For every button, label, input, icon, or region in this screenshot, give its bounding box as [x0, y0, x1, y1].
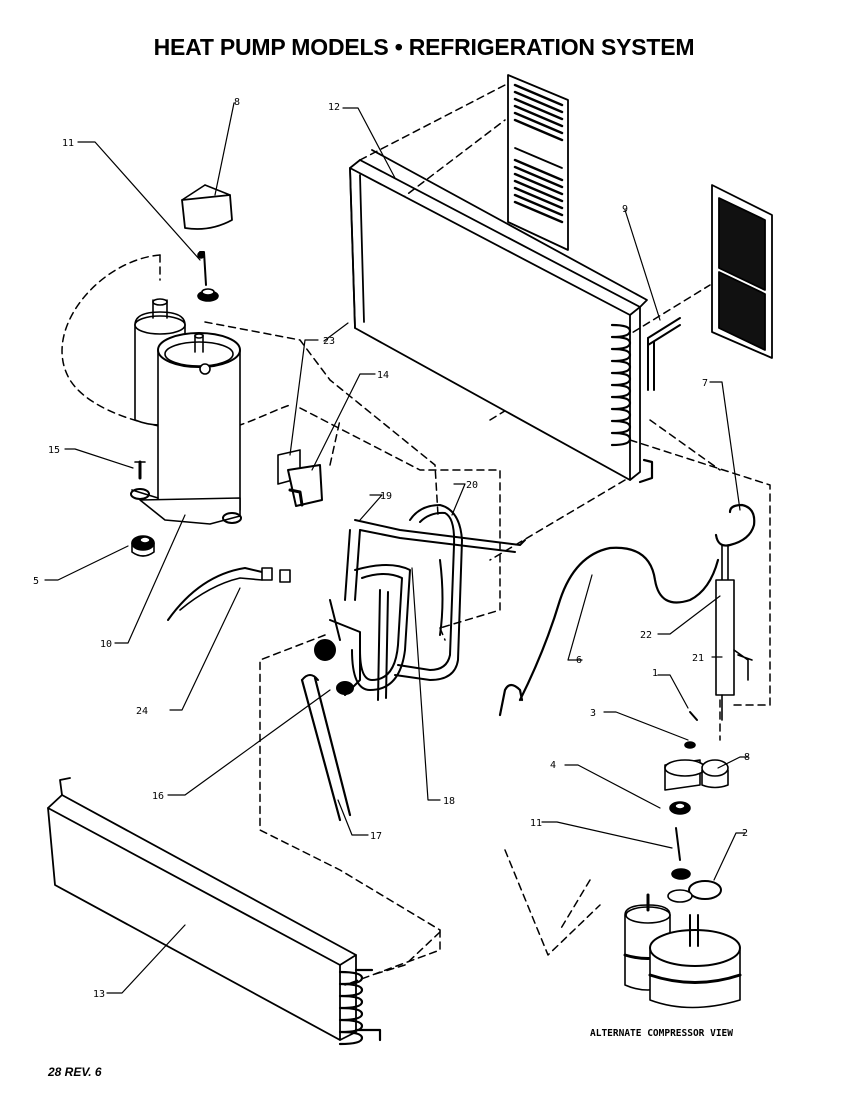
- evaporator-coil: [47, 777, 382, 1046]
- refrigerant-tubing: [300, 504, 526, 822]
- reversing-valve: [714, 503, 756, 721]
- callout-labels: 1 2 3 4 5 6 7 8 9 10 11 12 13 14 15 16 1…: [33, 97, 750, 1000]
- callout-label: 11: [530, 818, 542, 829]
- callout-label: 18: [443, 796, 455, 807]
- overload-protector: [197, 251, 219, 302]
- callout-label: 1: [652, 668, 658, 679]
- callout-label: 4: [550, 760, 556, 771]
- start-relay: [277, 449, 323, 507]
- callout-label: 15: [48, 445, 60, 456]
- main-compressor: [130, 298, 242, 525]
- condenser-grille-upper: [507, 74, 569, 251]
- callout-label: 23: [323, 336, 335, 347]
- callout-label: 8: [234, 97, 240, 108]
- callout-label: 6: [576, 655, 582, 666]
- callout-label: 16: [152, 791, 164, 802]
- callout-label: 21: [692, 653, 704, 664]
- callout-label: 22: [640, 630, 652, 641]
- terminal-cover: [181, 184, 233, 230]
- capillary-tube-6: [498, 546, 720, 717]
- callout-label: 17: [370, 831, 382, 842]
- callout-label: 10: [100, 639, 112, 650]
- callout-label: 9: [622, 204, 628, 215]
- leader-lines: [44, 102, 749, 994]
- callout-label: 11: [62, 138, 74, 149]
- callout-label: 8: [744, 752, 750, 763]
- mounting-screw: [134, 460, 146, 480]
- callout-label: 3: [590, 708, 596, 719]
- dashed-assembly-lines: [61, 84, 771, 986]
- capillary-tube-9: [647, 317, 681, 391]
- wire-harness: [167, 567, 291, 621]
- callout-label: 14: [377, 370, 389, 381]
- callout-label: 12: [328, 102, 340, 113]
- callout-label: 13: [93, 989, 105, 1000]
- callout-label: 2: [742, 828, 748, 839]
- callout-label: 20: [466, 480, 478, 491]
- callout-label: 7: [702, 378, 708, 389]
- page-revision-label: 28 REV. 6: [48, 1065, 102, 1079]
- callout-label: 5: [33, 576, 39, 587]
- condenser-grille-right: [711, 184, 773, 359]
- callout-label: 24: [136, 706, 148, 717]
- alternate-compressor-caption: ALTERNATE COMPRESSOR VIEW: [590, 1028, 733, 1039]
- page-title: HEAT PUMP MODELS • REFRIGERATION SYSTEM: [153, 34, 695, 60]
- rubber-grommet: [131, 535, 155, 557]
- callout-label: 19: [380, 491, 392, 502]
- condenser-coil: [349, 149, 654, 484]
- alt-compressor-parts: [623, 711, 742, 1009]
